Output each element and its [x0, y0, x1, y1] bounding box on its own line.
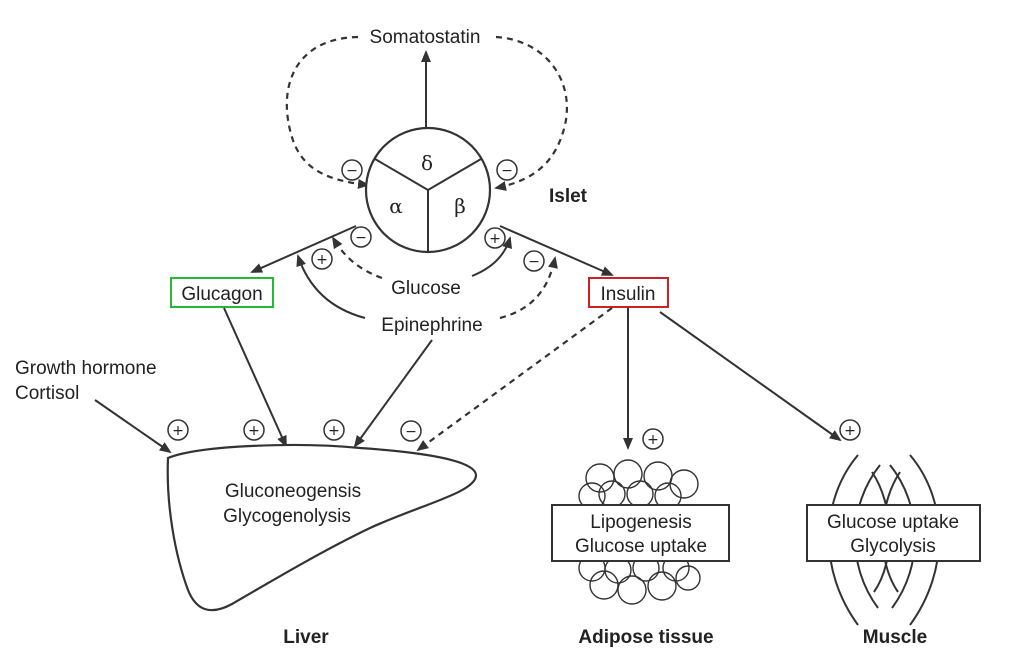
plus-sign-insulin-adipose: +: [642, 428, 664, 450]
glucose-to-beta-arrow: [471, 236, 512, 277]
adipose-process-box: [551, 504, 730, 562]
adipose-lipogenesis-label: Lipogenesis: [590, 512, 691, 533]
beta-cell-label: β: [454, 194, 466, 218]
epinephrine-to-liver-arrow: [353, 339, 433, 448]
svg-text:+: +: [647, 432, 659, 448]
somatostatin-to-alpha-dashed: [285, 35, 370, 189]
muscle-label: Muscle: [863, 627, 927, 648]
svg-text:+: +: [489, 231, 501, 247]
glucagon-box: [170, 277, 274, 308]
alpha-to-glucagon-arrow: [250, 225, 357, 273]
plus-sign-growth-hormone: +: [167, 419, 189, 441]
svg-text:+: +: [248, 423, 260, 439]
adipose-tissue-label: Adipose tissue: [578, 627, 713, 648]
insulin-label: Insulin: [601, 284, 656, 305]
insulin-to-liver-dashed: [416, 307, 613, 452]
epinephrine-label: Epinephrine: [381, 315, 482, 336]
svg-text:+: +: [844, 423, 856, 439]
muscle-process-box: [806, 504, 981, 562]
minus-sign-insulin-liver: −: [400, 420, 422, 442]
liver-glycogenolysis-label: Glycogenolysis: [223, 506, 351, 527]
muscle-glycolysis-label: Glycolysis: [850, 536, 936, 557]
minus-sign-alpha-inhibit: −: [341, 159, 363, 181]
muscle-glucose-uptake-label: Glucose uptake: [827, 512, 959, 533]
cortisol-label: Cortisol: [15, 383, 79, 404]
minus-sign-epinephrine-beta: −: [523, 250, 545, 272]
plus-sign-glucose-beta: +: [484, 227, 506, 249]
insulin-box: [588, 277, 669, 308]
svg-text:−: −: [405, 424, 417, 440]
svg-text:+: +: [316, 252, 328, 268]
svg-text:+: +: [328, 423, 340, 439]
svg-text:−: −: [346, 163, 358, 179]
growth-hormone-to-liver-arrow: [94, 399, 172, 454]
minus-sign-glucose-alpha: −: [350, 226, 372, 248]
insulin-to-muscle-arrow: [659, 311, 842, 442]
islet-circle: [364, 126, 492, 254]
svg-text:+: +: [172, 423, 184, 439]
minus-sign-beta-inhibit: −: [496, 159, 518, 181]
plus-sign-epinephrine-liver: +: [323, 419, 345, 441]
liver-shape: [166, 443, 478, 612]
alpha-cell-label: α: [389, 194, 403, 218]
svg-text:−: −: [501, 163, 513, 179]
somatostatin-to-beta-dashed: [494, 35, 568, 191]
adipose-glucose-uptake-label: Glucose uptake: [575, 536, 707, 557]
glucose-to-alpha-dashed: [331, 236, 383, 280]
liver-gluconeogenesis-label: Gluconeogensis: [225, 481, 361, 502]
liver-label: Liver: [283, 627, 329, 648]
plus-sign-epinephrine-alpha: +: [311, 248, 333, 270]
glucagon-to-liver-arrow: [223, 307, 287, 448]
plus-sign-glucagon-liver: +: [243, 419, 265, 441]
epinephrine-to-alpha-arrow: [296, 254, 366, 319]
islet-label: Islet: [549, 186, 588, 207]
plus-sign-insulin-muscle: +: [839, 419, 861, 441]
svg-text:−: −: [528, 254, 540, 270]
somatostatin-label: Somatostatin: [370, 27, 481, 48]
growth-hormone-label: Growth hormone: [15, 358, 157, 379]
delta-cell-label: δ: [421, 151, 433, 175]
glucose-label: Glucose: [391, 278, 461, 299]
glucagon-label: Glucagon: [181, 284, 262, 305]
svg-text:−: −: [355, 230, 367, 246]
beta-to-insulin-arrow: [499, 225, 614, 276]
